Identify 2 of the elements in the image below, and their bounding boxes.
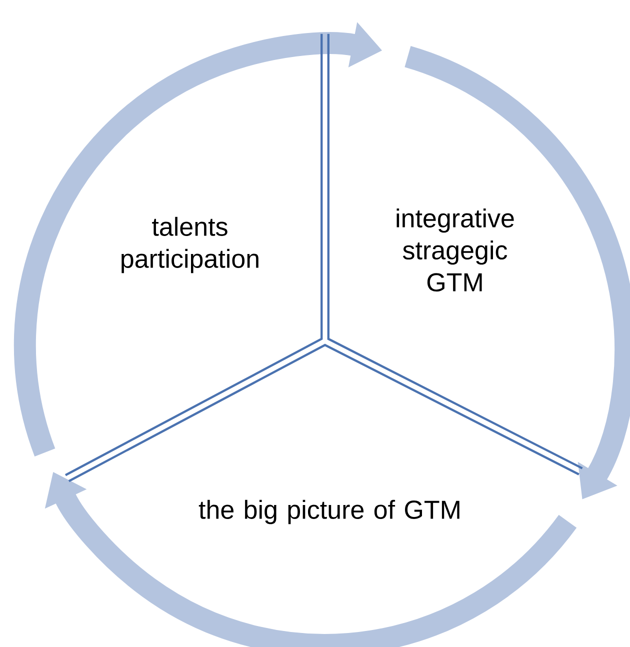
sector: talents participation — [64, 34, 323, 476]
sector: integrative stragegic GTM — [327, 34, 583, 470]
